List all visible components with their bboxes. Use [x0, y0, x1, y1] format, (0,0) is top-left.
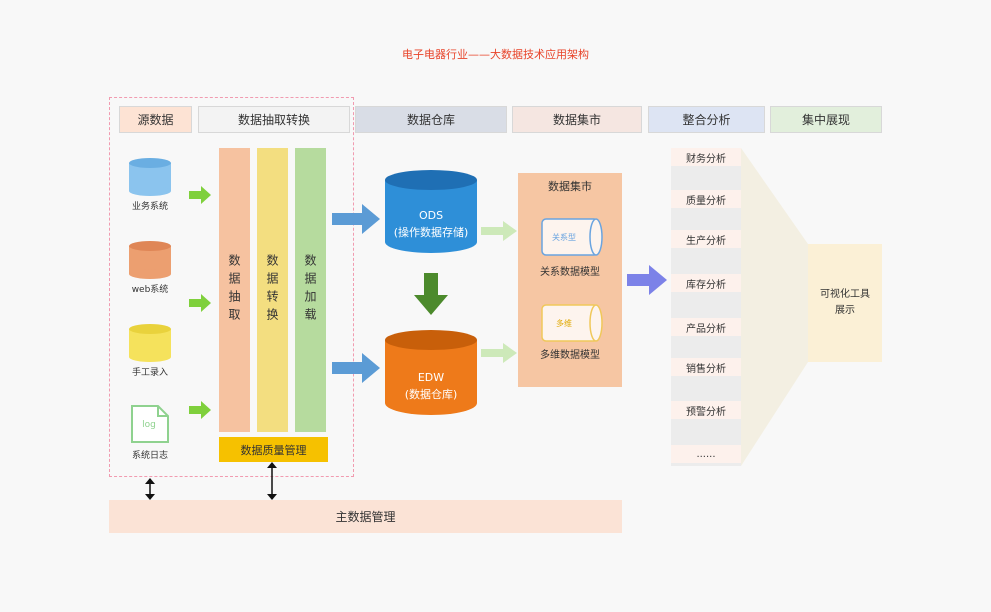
- relational-model-label: 关系数据模型: [540, 267, 600, 278]
- source-label-business: 业务系统: [131, 202, 168, 212]
- analysis-item: 生产分析: [671, 230, 741, 248]
- arrow-icon-to-mart2: [481, 343, 517, 363]
- log-icon-text: log: [142, 420, 156, 430]
- etl-column-load: 数据加载: [295, 148, 326, 432]
- arrow-icon-source2: [189, 294, 211, 312]
- database-icon-business: [129, 158, 171, 196]
- etl-column-extract: 数据抽取: [219, 148, 250, 432]
- analysis-item: 库存分析: [671, 274, 741, 292]
- edw-title: EDW: [417, 371, 445, 384]
- database-icon-web: [129, 241, 171, 279]
- arrow-icon-source3: [189, 401, 211, 419]
- multidim-model-label: 多维数据模型: [540, 350, 600, 361]
- arrow-icon-to-edw: [332, 353, 380, 383]
- relational-model-icon: [541, 218, 603, 256]
- multidim-model-icon: [541, 304, 603, 342]
- header-etl: 数据抽取转换: [198, 106, 350, 133]
- fan-connector: [741, 148, 808, 466]
- source-label-log: 系统日志: [131, 451, 168, 461]
- source-etl-region: [109, 97, 354, 477]
- analysis-item: 财务分析: [671, 148, 741, 166]
- arrow-icon-to-mart1: [481, 221, 517, 241]
- arrow-icon-to-ods: [332, 204, 380, 234]
- double-arrow-icon-left: [145, 478, 155, 500]
- visual-tool-line2: 展示: [835, 305, 855, 316]
- data-mart-title: 数据集市: [548, 180, 592, 193]
- data-quality-box: 数据质量管理: [219, 437, 328, 462]
- analysis-item: 预警分析: [671, 401, 741, 419]
- ods-database-icon: [385, 170, 477, 253]
- etl-load-label: 数据加载: [303, 254, 317, 326]
- ods-title: ODS: [418, 209, 444, 222]
- visual-tool-line1: 可视化工具: [820, 289, 870, 300]
- data-mart-box: [518, 173, 622, 387]
- ods-subtitle: (操作数据存储): [393, 226, 469, 239]
- etl-transform-label: 数据转换: [265, 254, 279, 326]
- arrow-icon-source1: [189, 186, 211, 204]
- header-analysis: 整合分析: [648, 106, 765, 133]
- source-label-web: web系统: [131, 285, 169, 295]
- source-label-manual: 手工录入: [131, 368, 168, 378]
- master-data-bar: 主数据管理: [109, 500, 622, 533]
- analysis-item: ......: [671, 445, 741, 463]
- visual-tool-box: 可视化工具 展示: [808, 244, 882, 362]
- edw-subtitle: (数据仓库): [404, 388, 458, 401]
- etl-extract-label: 数据抽取: [227, 254, 241, 326]
- arrow-icon-down: [414, 273, 448, 315]
- analysis-item: 产品分析: [671, 318, 741, 336]
- page-title: 电子电器行业——大数据技术应用架构: [402, 48, 589, 61]
- arrow-icon-to-analysis: [627, 265, 667, 295]
- analysis-item: 销售分析: [671, 358, 741, 376]
- relational-tag: 关系型: [552, 233, 576, 242]
- header-display: 集中展现: [770, 106, 882, 133]
- header-warehouse: 数据仓库: [355, 106, 507, 133]
- edw-database-icon: [385, 330, 477, 415]
- header-mart: 数据集市: [512, 106, 642, 133]
- log-file-icon: log: [131, 405, 169, 443]
- double-arrow-icon-right: [267, 462, 277, 500]
- database-icon-manual: [129, 324, 171, 362]
- header-source: 源数据: [119, 106, 192, 133]
- analysis-item: 质量分析: [671, 190, 741, 208]
- etl-column-transform: 数据转换: [257, 148, 288, 432]
- multidim-tag: 多维: [556, 319, 572, 328]
